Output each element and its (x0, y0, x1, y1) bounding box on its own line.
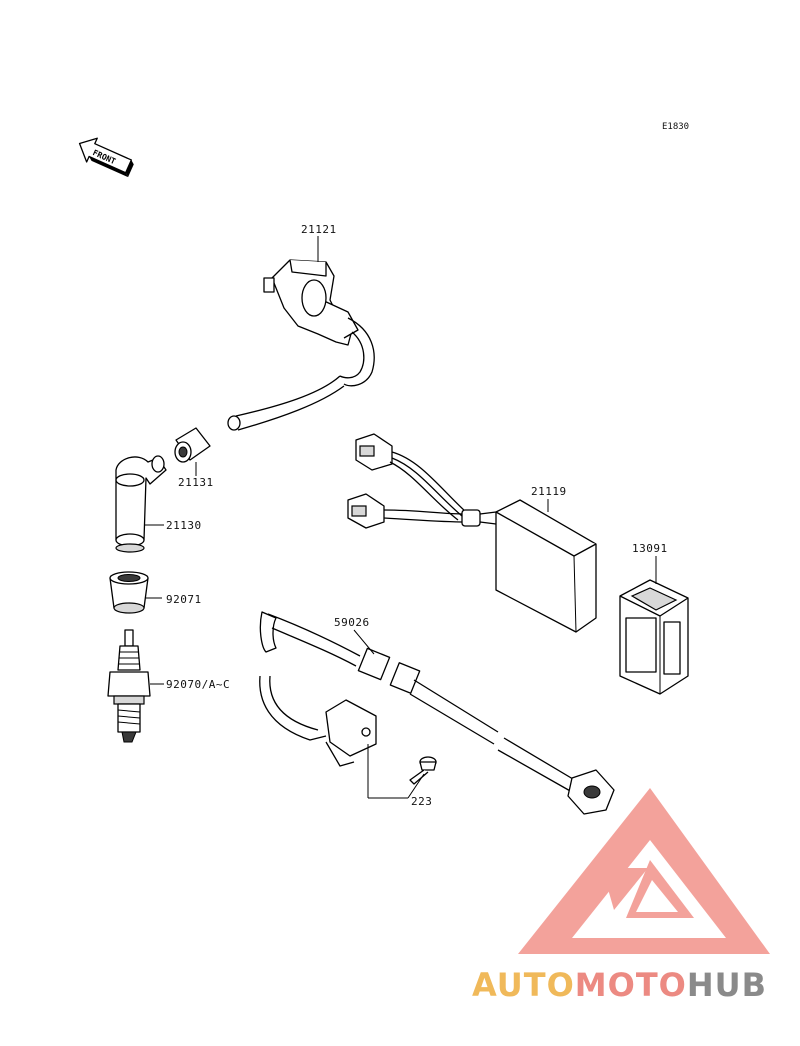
label-21130: 21130 (166, 519, 202, 532)
label-92070: 92070/A~C (166, 678, 230, 691)
brand-hub: HUB (687, 966, 767, 1004)
pickup-coil-part (259, 611, 615, 815)
screw-part (409, 756, 437, 785)
watermark-logo (518, 788, 770, 954)
label-59026: 59026 (334, 616, 370, 629)
label-21119: 21119 (531, 485, 567, 498)
brand-auto: AUTO (472, 966, 575, 1004)
label-13091: 13091 (632, 542, 668, 555)
plug-cap-part (115, 455, 167, 553)
brand-moto: MOTO (575, 966, 687, 1004)
label-21131: 21131 (178, 476, 214, 489)
front-arrow-icon: FRONT (78, 137, 134, 178)
label-21121: 21121 (301, 223, 337, 236)
cap-seal-part (109, 571, 149, 614)
regulator-part (619, 579, 689, 695)
reference-code: E1830 (662, 122, 689, 132)
label-223: 223 (411, 795, 432, 808)
plug-cap-adapter-part (174, 427, 211, 463)
igniter-part (347, 433, 597, 633)
label-92071: 92071 (166, 593, 202, 606)
spark-plug-part (107, 629, 151, 743)
watermark-brand: AUTOMOTOHUB (472, 966, 767, 1004)
ignition-coil-part (227, 259, 375, 431)
